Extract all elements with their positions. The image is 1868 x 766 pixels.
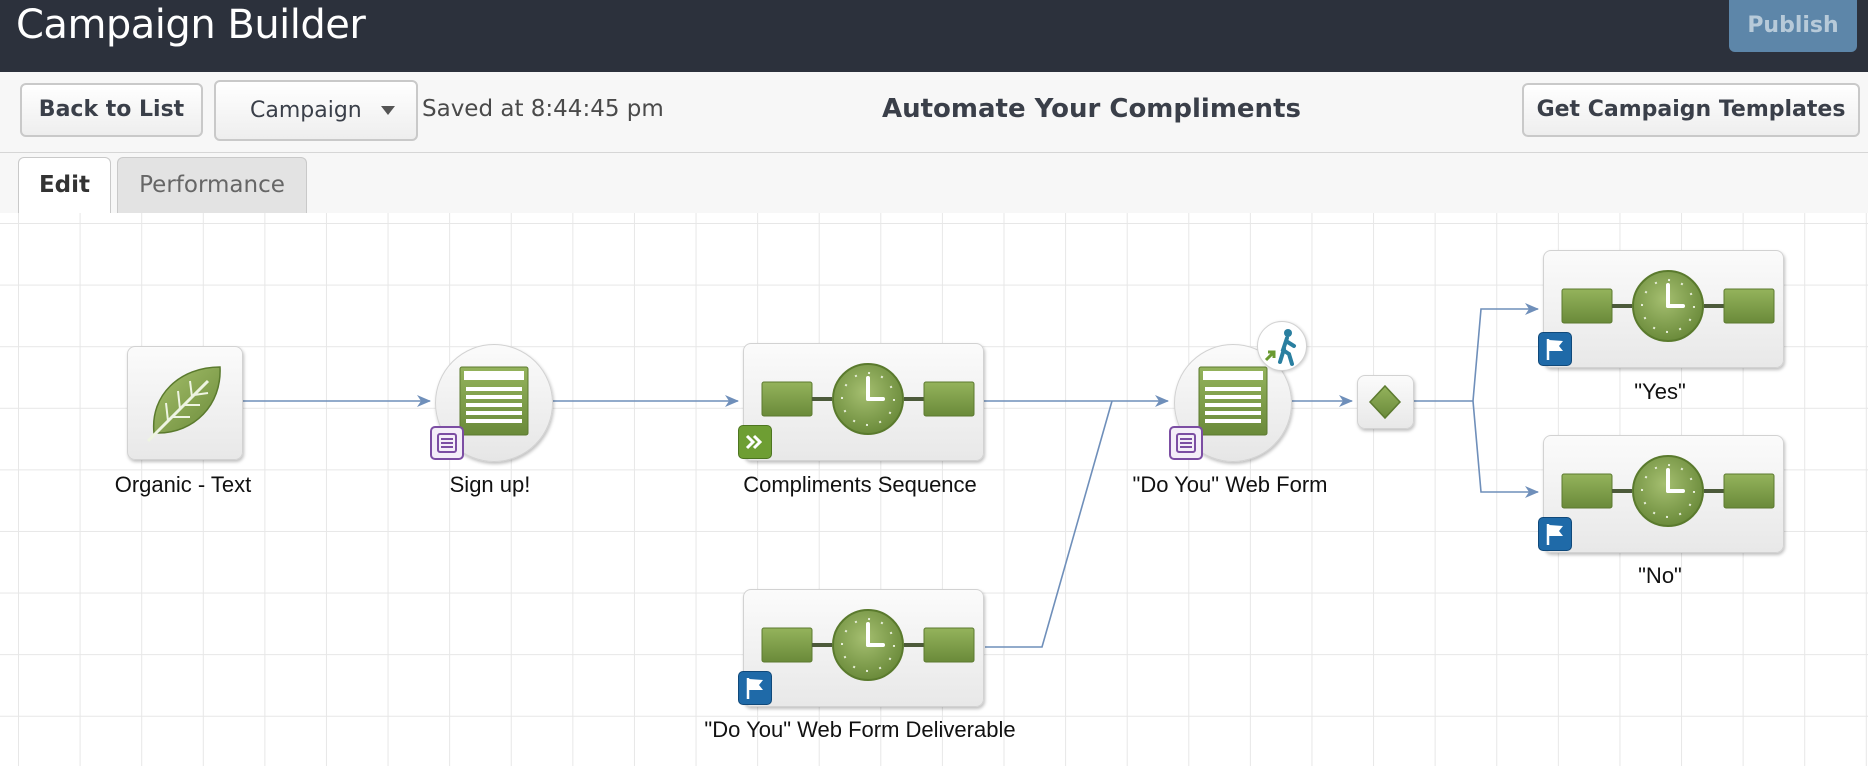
node-no[interactable] — [1543, 435, 1784, 553]
node-label-sign-up: Sign up! — [449, 472, 531, 497]
node-label-compliments-sequence: Compliments Sequence — [743, 472, 977, 497]
flag-badge-icon — [738, 671, 772, 705]
app-header: Campaign Builder Publish — [0, 0, 1868, 72]
publish-button[interactable]: Publish — [1729, 0, 1857, 52]
tab-bar: Edit Performance — [0, 153, 1868, 214]
campaign-dropdown[interactable]: Campaign — [214, 80, 418, 141]
sequence-badge-icon — [738, 425, 772, 459]
node-label-no: "No" — [1638, 563, 1682, 588]
node-decision[interactable] — [1357, 375, 1414, 429]
flag-badge-icon — [1538, 332, 1572, 366]
get-campaign-templates-button[interactable]: Get Campaign Templates — [1522, 83, 1860, 137]
node-compliments-sequence[interactable] — [743, 343, 984, 461]
leaf-icon — [146, 366, 221, 443]
connector-to-no — [1472, 400, 1539, 498]
node-yes[interactable] — [1543, 250, 1784, 368]
node-organic-text[interactable] — [127, 346, 243, 460]
campaign-dropdown-label: Campaign — [250, 98, 362, 123]
decision-diamond-icon — [1368, 384, 1402, 420]
node-do-you-web-form-deliverable[interactable] — [743, 589, 984, 707]
flag-badge-icon — [1538, 517, 1572, 551]
web-form-badge-icon — [430, 426, 464, 460]
connector-to-yes — [1472, 303, 1539, 402]
saved-status: Saved at 8:44:45 pm — [422, 96, 664, 122]
node-label-do-you-web-form-deliverable: "Do You" Web Form Deliverable — [704, 717, 1016, 742]
timer-sequence-icon — [1560, 269, 1776, 343]
connector-deliverable-webform — [985, 400, 1113, 648]
campaign-canvas[interactable]: Organic - Text Sign up! Compliments Sequ… — [0, 213, 1868, 766]
tab-performance[interactable]: Performance — [117, 157, 307, 213]
node-label-yes: "Yes" — [1634, 379, 1686, 404]
chevron-down-icon — [381, 106, 395, 115]
connectors — [243, 303, 1539, 648]
tab-edit[interactable]: Edit — [18, 157, 111, 214]
back-to-list-button[interactable]: Back to List — [20, 83, 203, 137]
app-title: Campaign Builder — [16, 2, 366, 48]
node-label-do-you-web-form: "Do You" Web Form — [1132, 472, 1328, 497]
toolbar: Back to List Campaign Saved at 8:44:45 p… — [0, 72, 1868, 153]
goal-walker-icon — [1257, 321, 1307, 371]
node-label-organic-text: Organic - Text — [114, 472, 252, 497]
timer-sequence-icon — [760, 362, 976, 436]
campaign-name: Automate Your Compliments — [882, 94, 1301, 124]
timer-sequence-icon — [1560, 454, 1776, 528]
timer-sequence-icon — [760, 608, 976, 682]
web-form-badge-icon — [1169, 426, 1203, 460]
